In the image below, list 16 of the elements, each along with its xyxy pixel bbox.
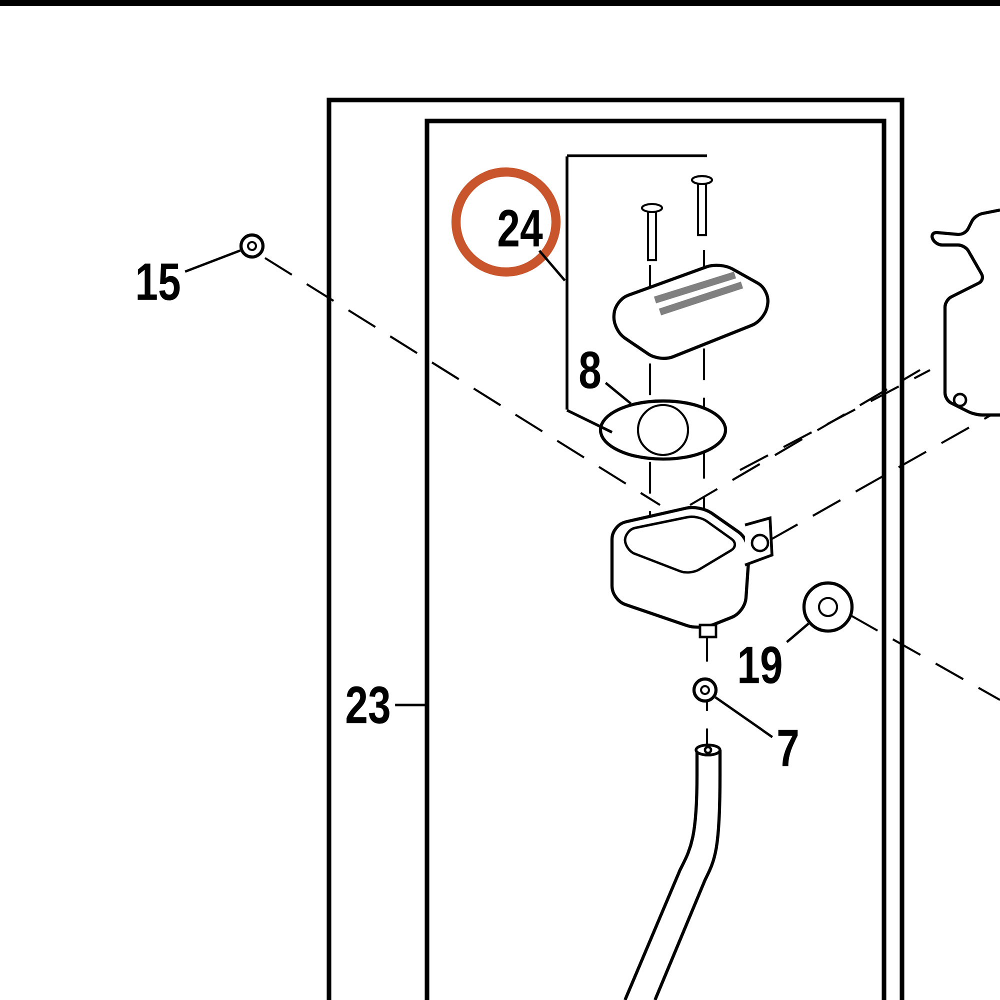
callout-number: 19	[740, 646, 782, 684]
bushing-picture	[802, 581, 854, 633]
leader-line	[604, 382, 632, 404]
callout-number: 23	[346, 686, 390, 724]
callout-number: 15	[138, 264, 180, 300]
kit-bracket	[566, 154, 708, 434]
grommet-picture	[239, 233, 265, 259]
gasket-picture	[598, 399, 728, 461]
leader-line	[395, 704, 428, 706]
leader-line	[538, 250, 566, 282]
leader-line	[184, 249, 241, 273]
callout-number: 24	[498, 210, 543, 246]
leader-line	[786, 622, 810, 644]
clamp-picture	[692, 677, 718, 703]
callout-number: 7	[778, 730, 798, 766]
leader-line	[714, 696, 774, 738]
